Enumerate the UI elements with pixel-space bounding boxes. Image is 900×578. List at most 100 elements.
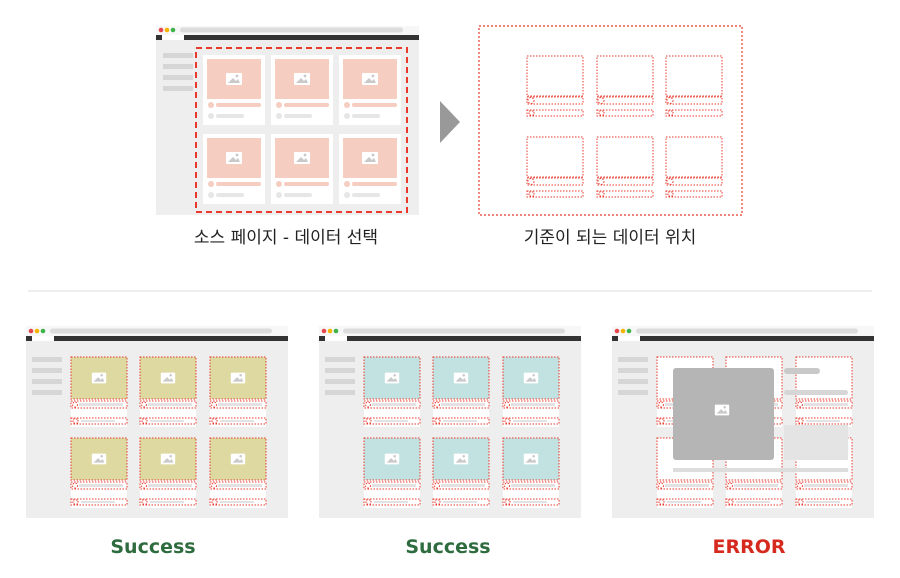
image-icon <box>294 73 310 85</box>
slot-meta <box>665 190 723 198</box>
slot-title <box>70 400 128 409</box>
browser-toolbar <box>156 35 419 40</box>
slot-avatar <box>504 401 510 408</box>
image-icon <box>294 152 310 164</box>
browser-active-tab <box>325 336 347 341</box>
target-slot <box>665 55 723 117</box>
slot-avatar <box>141 482 147 489</box>
image-icon <box>91 453 107 465</box>
sidebar-item <box>618 357 648 362</box>
title-bar <box>218 484 262 487</box>
image-icon-sun <box>169 374 172 377</box>
title-bar <box>511 484 555 487</box>
slot-meta-icon <box>434 418 441 424</box>
card-avatar-2 <box>208 192 214 198</box>
slot-meta <box>432 498 490 506</box>
window-dot <box>327 328 333 334</box>
browser-active-tab <box>32 336 54 341</box>
image-icon-sun <box>100 374 103 377</box>
card-avatar <box>276 181 282 187</box>
window-dots-icon <box>321 328 339 334</box>
title-bar <box>79 484 123 487</box>
image-icon-frame <box>523 372 539 384</box>
image-icon <box>230 453 246 465</box>
slot-avatar <box>527 97 535 104</box>
slot-avatar <box>797 401 803 408</box>
sidebar-item <box>32 357 62 362</box>
slot-title <box>526 177 584 186</box>
image-icon-mountain <box>386 458 398 463</box>
slot-title <box>70 481 128 490</box>
slot-meta-icon <box>797 418 804 424</box>
result-label-1: Success <box>110 536 195 558</box>
target-slot <box>665 136 723 198</box>
slot-meta-icon <box>504 418 511 424</box>
slot-image <box>432 356 490 400</box>
image-icon <box>230 372 246 384</box>
slot-avatar <box>72 482 78 489</box>
slot-title <box>432 481 490 490</box>
browser-active-tab <box>618 336 640 341</box>
slot-meta-icon <box>598 110 605 116</box>
slot-meta-icon <box>658 499 665 505</box>
slot-meta <box>725 498 783 506</box>
slot-meta-icon <box>141 418 148 424</box>
slot-avatar <box>434 401 440 408</box>
sidebar-item <box>325 379 355 384</box>
result-browser-2 <box>319 326 581 518</box>
source-card <box>339 55 401 125</box>
slot-image <box>70 356 128 400</box>
slot-avatar <box>797 482 803 489</box>
source-page-browser <box>156 26 419 215</box>
address-bar <box>180 27 403 33</box>
slot-image <box>139 437 197 481</box>
title-bar <box>372 484 416 487</box>
result-label-2: Success <box>405 536 490 558</box>
slot-title <box>526 96 584 105</box>
image-icon-mountain <box>364 78 376 83</box>
slot-meta <box>363 417 421 425</box>
slot-avatar <box>211 401 217 408</box>
slot-meta <box>70 498 128 506</box>
sidebar-item <box>325 357 355 362</box>
meta-bar <box>443 420 477 422</box>
slot-meta-icon <box>667 191 674 197</box>
result-card <box>502 437 560 508</box>
title-bar <box>372 403 416 406</box>
result-card <box>502 356 560 427</box>
slot-avatar <box>365 482 371 489</box>
sidebar-item <box>32 379 62 384</box>
window-dot <box>158 27 164 33</box>
image-icon-sun <box>393 374 396 377</box>
meta-bar <box>220 501 254 503</box>
image-icon-sun <box>235 153 239 157</box>
title-bar <box>804 484 848 487</box>
slot-meta-icon <box>211 499 218 505</box>
slot-avatar <box>658 482 664 489</box>
slot-meta <box>70 417 128 425</box>
image-icon-sun <box>303 153 307 157</box>
slot-meta <box>502 498 560 506</box>
image-icon <box>453 453 469 465</box>
slot-title <box>596 96 654 105</box>
image-icon <box>384 372 400 384</box>
slot-avatar <box>597 178 605 185</box>
image-icon-sun <box>723 406 726 409</box>
window-dot <box>28 328 34 334</box>
meta-bar <box>513 501 547 503</box>
window-dot <box>614 328 620 334</box>
slot-title <box>665 96 723 105</box>
slot-meta-icon <box>528 191 535 197</box>
source-card <box>203 134 265 204</box>
sidebar-item <box>618 379 648 384</box>
slot-title <box>795 481 853 490</box>
title-bar <box>665 484 709 487</box>
result-card <box>209 356 267 427</box>
sidebar-item <box>32 390 62 395</box>
card-meta-bar <box>216 193 244 197</box>
target-slot <box>526 136 584 198</box>
result-card <box>432 356 490 427</box>
title-bar <box>218 403 262 406</box>
card-avatar <box>208 102 214 108</box>
overlay-gray-panel <box>784 425 848 460</box>
